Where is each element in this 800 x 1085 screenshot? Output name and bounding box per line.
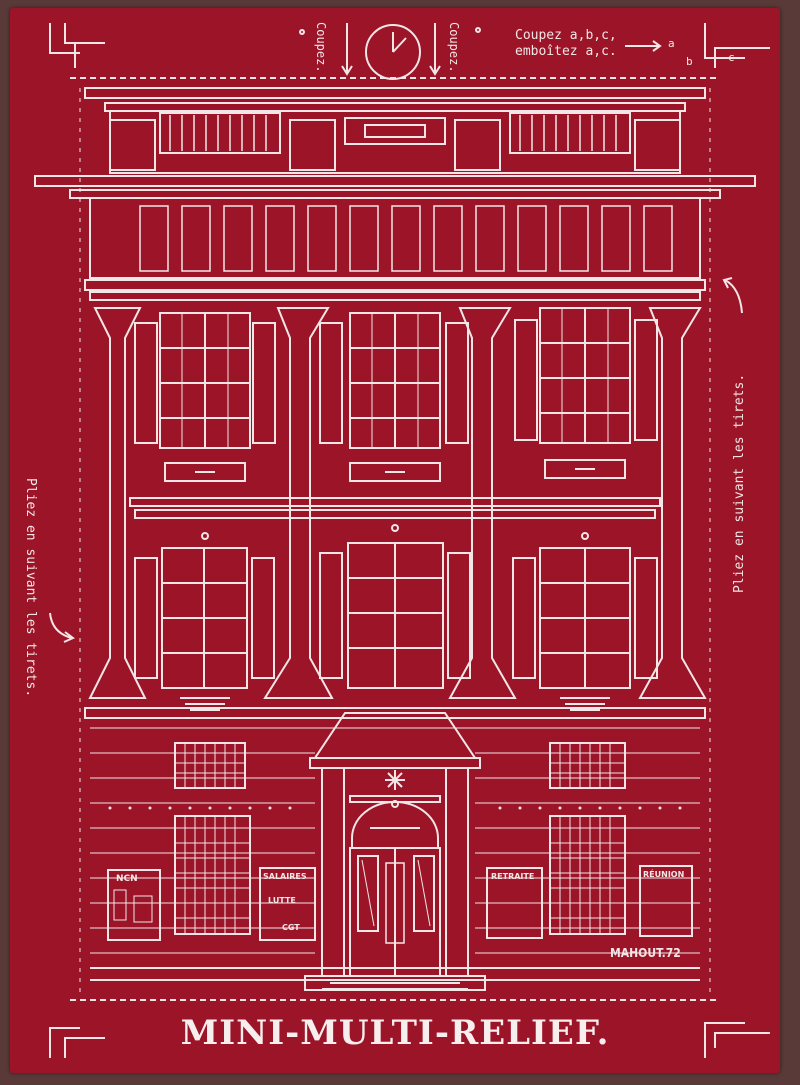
upper-window-middle <box>319 312 469 482</box>
window-grille-left <box>174 815 251 935</box>
label-b: b <box>686 55 693 68</box>
sign-cgt: CGT <box>282 923 300 932</box>
sign-salaires: SALAIRES <box>263 872 307 881</box>
portico <box>313 712 477 759</box>
label-a: a <box>668 37 675 50</box>
upper-window-right <box>514 307 658 479</box>
crop-mark-top-left <box>49 23 105 68</box>
window-grille-right <box>549 815 626 935</box>
poster-ncn <box>107 869 161 941</box>
artist-signature: MAHOUT.72 <box>610 946 681 960</box>
facade-drawing <box>34 23 770 1058</box>
poster-reunion <box>639 865 693 937</box>
lower-window-left <box>134 532 275 711</box>
fold-arrow-left-icon <box>49 612 73 639</box>
poster-retraite <box>486 867 543 939</box>
cut-label-right: Coupez. <box>447 22 461 73</box>
poster-salaires <box>259 867 316 941</box>
fold-instruction-right: Pliez en suivant les tirets. <box>732 373 747 593</box>
sign-ncn: NCN <box>116 874 138 884</box>
cut-abc-line1: Coupez a,b,c, <box>515 28 617 43</box>
vent-grille-right <box>549 742 626 789</box>
crop-mark-bottom-left <box>49 1027 105 1058</box>
sign-retraite: RETRAITE <box>491 872 535 881</box>
postcard: Coupez. Coupez. Coupez a,b,c, emboîtez a… <box>10 8 780 1073</box>
clock-icon <box>365 24 421 80</box>
fold-arrow-right-icon <box>724 279 743 314</box>
door-arch <box>351 801 439 848</box>
upper-window-left <box>134 312 276 482</box>
label-c: c <box>728 51 735 64</box>
cut-abc-line2: emboîtez a,c. <box>515 44 617 59</box>
vent-grille-left <box>174 742 246 789</box>
sign-reunion: RÉUNION <box>643 870 685 879</box>
cut-label-left: Coupez. <box>314 22 328 73</box>
crop-mark-bottom-right <box>704 1022 770 1058</box>
sign-lutte: LUTTE <box>268 896 296 905</box>
lower-window-right <box>512 532 658 711</box>
fold-instruction-left: Pliez en suivant les tirets. <box>23 478 38 698</box>
lower-window-middle <box>319 524 471 689</box>
card-title: MINI-MULTI-RELIEF. <box>180 1013 610 1053</box>
crop-mark-top-right <box>704 23 770 68</box>
